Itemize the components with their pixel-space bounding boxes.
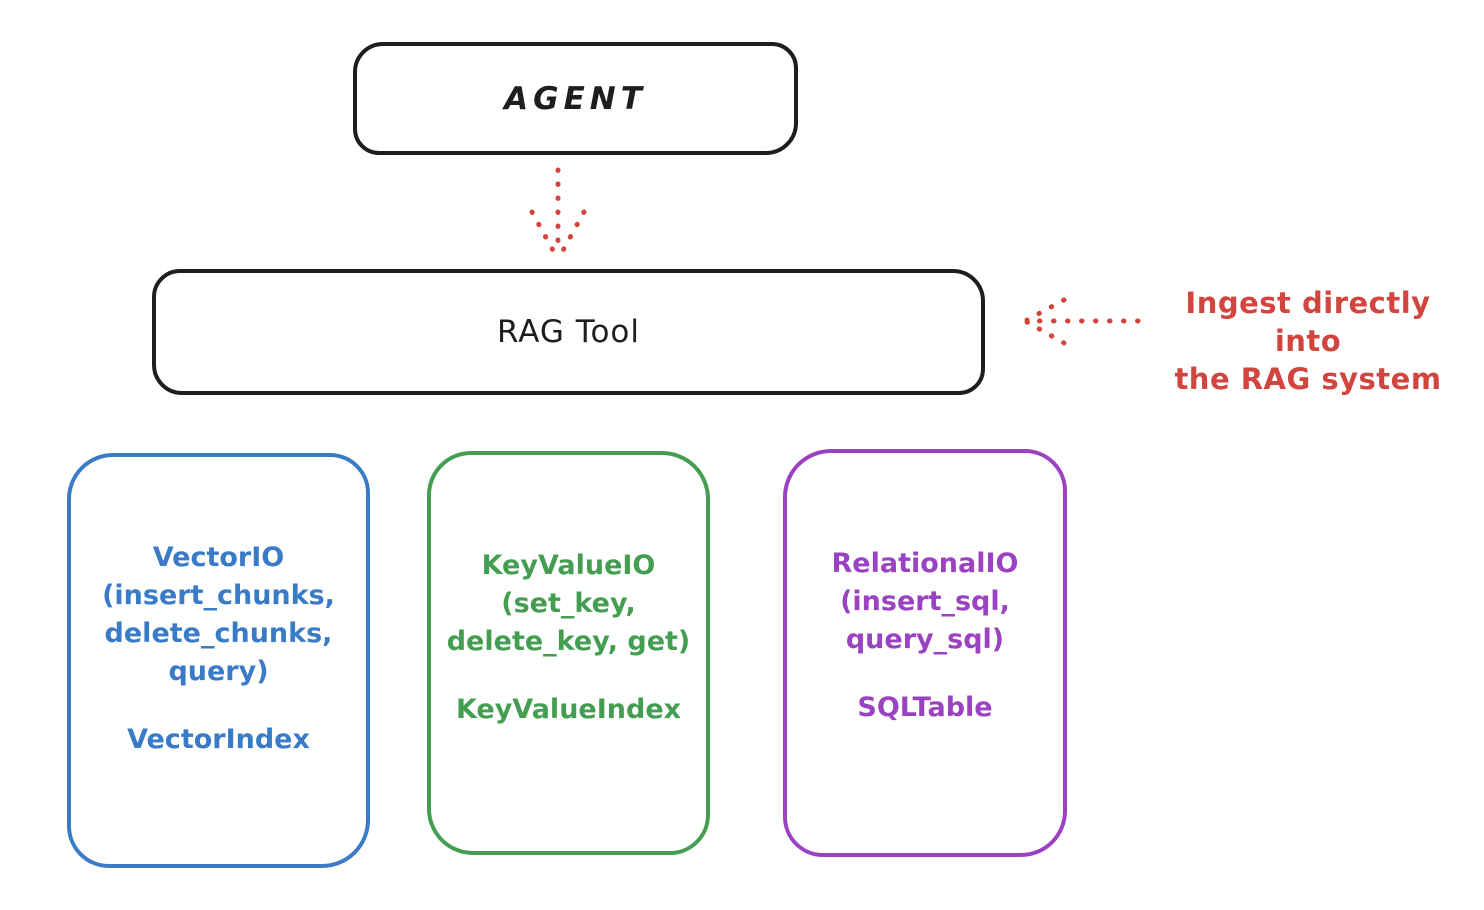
vector-io-line3: delete_chunks, [104, 618, 333, 649]
keyvalue-io-title: KeyValueIO (set_key, delete_key, get) [447, 547, 691, 661]
rag-tool-box[interactable]: RAG Tool [152, 269, 985, 395]
keyvalue-io-line1: KeyValueIO [481, 550, 656, 581]
vector-io-line1: VectorIO [152, 542, 285, 573]
vector-io-line2: (insert_chunks, [102, 580, 335, 611]
relational-io-box[interactable]: RelationalIO (insert_sql, query_sql) SQL… [783, 449, 1067, 857]
agent-box[interactable]: AGENT [353, 42, 798, 155]
vector-io-line4: query) [168, 656, 269, 687]
ingest-annotation: Ingest directly into the RAG system [1148, 284, 1468, 398]
arrow-ingest-to-rag-tool-icon [1024, 297, 1141, 346]
relational-io-line2: (insert_sql, [840, 586, 1010, 617]
keyvalue-io-box[interactable]: KeyValueIO (set_key, delete_key, get) Ke… [427, 451, 710, 855]
sql-table-label: SQLTable [857, 692, 993, 723]
vector-index-label: VectorIndex [127, 724, 310, 755]
keyvalue-io-line2: (set_key, [501, 588, 636, 619]
relational-io-line3: query_sql) [845, 624, 1005, 655]
arrow-agent-to-rag-tool-icon [529, 167, 587, 257]
vector-io-box[interactable]: VectorIO (insert_chunks, delete_chunks, … [67, 453, 370, 868]
agent-label: AGENT [504, 80, 647, 117]
keyvalue-io-line3: delete_key, get) [446, 626, 691, 657]
relational-io-title: RelationalIO (insert_sql, query_sql) [832, 545, 1019, 659]
ingest-annotation-line1: Ingest directly into [1185, 286, 1431, 358]
vector-io-title: VectorIO (insert_chunks, delete_chunks, … [102, 539, 335, 691]
rag-tool-label: RAG Tool [496, 314, 641, 350]
keyvalue-index-label: KeyValueIndex [455, 694, 682, 725]
ingest-annotation-line2: the RAG system [1174, 362, 1442, 396]
relational-io-line1: RelationalIO [831, 548, 1019, 579]
